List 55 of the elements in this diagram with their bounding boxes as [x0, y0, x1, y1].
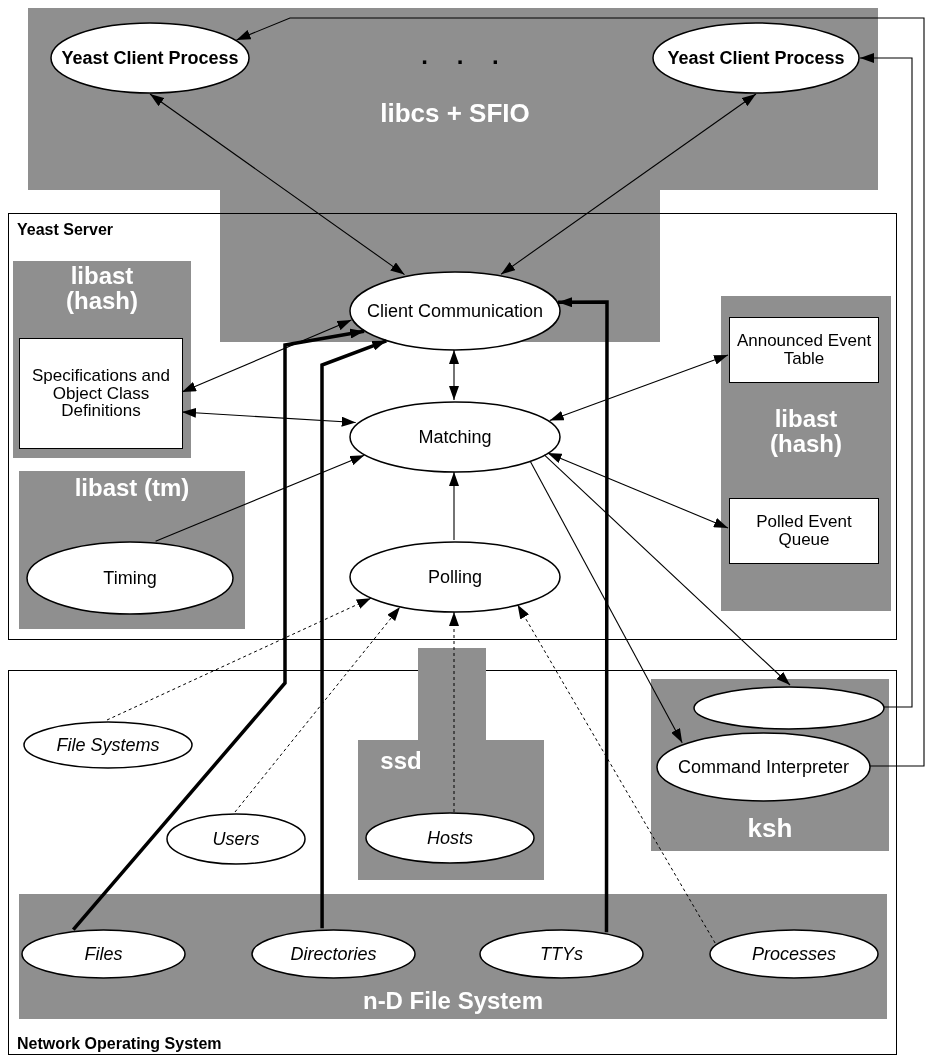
system-title: Network Operating System: [17, 1036, 223, 1053]
system-boundary: [8, 213, 897, 640]
ellipse-node: Client Communication: [349, 271, 561, 351]
ellipsis-note: . . .: [420, 42, 500, 70]
arrow: [155, 454, 365, 542]
ellipse-node: Matching: [349, 401, 561, 473]
arrow: [181, 319, 352, 393]
ellipse-node: [693, 686, 885, 730]
library-panel: [13, 261, 191, 458]
ellipse-node: Timing: [26, 541, 234, 615]
system-title: Yeast Server: [17, 222, 115, 239]
dotted-arrow: [234, 606, 401, 813]
ellipse-node: Hosts: [365, 812, 535, 864]
library-panel: [358, 648, 544, 880]
arrow: [71, 328, 365, 931]
library-name: libast (hash): [769, 406, 843, 457]
ellipse-node: TTYs: [479, 929, 644, 979]
ellipse-node: Processes: [709, 929, 879, 979]
library-name: libcs + SFIO: [379, 100, 531, 128]
arrow: [549, 354, 729, 422]
ellipse-node: Yeast Client Process: [50, 22, 250, 94]
library-name: libast (hash): [65, 263, 139, 314]
ellipse-node: Directories: [251, 929, 416, 979]
ellipse-node: File Systems: [23, 721, 193, 769]
ellipse-node: Polling: [349, 541, 561, 613]
arrow: [500, 93, 757, 275]
library-panel: [651, 679, 889, 851]
arrow: [235, 17, 925, 767]
dotted-arrow: [517, 604, 716, 944]
library-name: n-D File System: [361, 988, 544, 1014]
arrow: [543, 454, 791, 686]
ellipse-node: Yeast Client Process: [652, 22, 860, 94]
dotted-arrow: [106, 597, 372, 721]
process-box: Polled Event Queue: [729, 498, 879, 564]
ellipse-node: Users: [166, 813, 306, 865]
library-panel: [19, 894, 887, 1019]
library-panel: [19, 471, 245, 629]
library-name: libast (tm): [73, 475, 191, 501]
arrow: [449, 349, 459, 401]
arrow: [558, 297, 609, 933]
dotted-arrow: [449, 611, 459, 813]
arrow: [449, 471, 459, 541]
ellipse-node: Command Interpreter: [656, 732, 871, 802]
arrow: [149, 93, 406, 276]
arrow: [320, 339, 387, 929]
ellipse-node: Files: [21, 929, 186, 979]
library-name: ksh: [746, 815, 794, 843]
arrow: [529, 460, 683, 744]
library-panel: [721, 296, 891, 611]
arrow: [547, 452, 729, 529]
process-box: Announced Event Table: [729, 317, 879, 383]
process-box: Specifications and Object Class Definitions: [19, 338, 183, 449]
arrow: [181, 407, 357, 427]
library-name: ssd: [379, 748, 423, 774]
arrow: [859, 53, 913, 708]
